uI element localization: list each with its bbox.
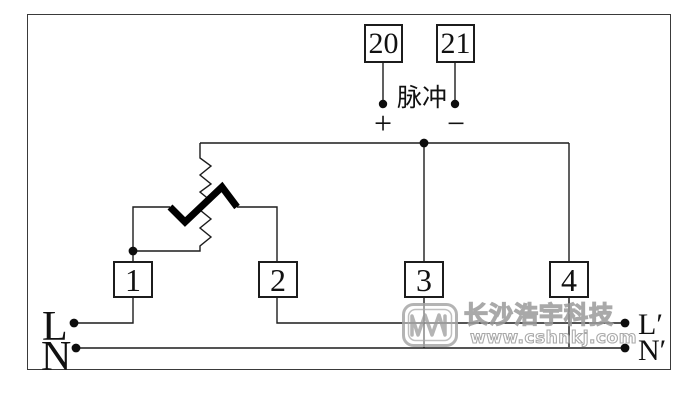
terminal-box-3: 3 <box>404 261 444 298</box>
coil-junction-dot <box>128 246 138 256</box>
pulse-plus-sign: + <box>373 105 393 141</box>
label-N-prime: N′ <box>638 334 667 367</box>
terminal-2-label: 2 <box>270 261 286 298</box>
terminal-box-20: 20 <box>364 24 403 63</box>
terminal-box-21: 21 <box>436 24 475 63</box>
terminal-20-label: 20 <box>368 26 399 60</box>
wire-terminal1-to-L <box>74 298 134 324</box>
Nprime-terminal-dot <box>620 343 630 353</box>
N-terminal-dot <box>71 343 81 353</box>
terminal-4-label: 4 <box>561 261 577 298</box>
label-N: N <box>41 334 72 380</box>
pulse-minus-terminal-dot <box>450 99 460 109</box>
bus-junction-dot <box>419 138 429 148</box>
voltage-coil-zigzag <box>133 143 213 252</box>
terminal-21-label: 21 <box>440 26 471 60</box>
current-coil-thick-zigzag <box>167 181 240 227</box>
wire-current-coil-to-terminal2 <box>237 206 278 261</box>
terminal-box-2: 2 <box>258 261 298 298</box>
terminal-1-label: 1 <box>125 261 141 298</box>
terminal-3-label: 3 <box>416 261 432 298</box>
pulse-plus-terminal-dot <box>378 99 388 109</box>
diagram-border-frame <box>27 14 671 370</box>
Lprime-terminal-dot <box>620 318 630 328</box>
terminal-box-4: 4 <box>549 261 589 298</box>
terminal-box-1: 1 <box>113 261 153 298</box>
L-terminal-dot <box>69 318 79 328</box>
pulse-caption: 脉冲 <box>396 83 447 112</box>
label-L-prime: L′ <box>638 308 663 341</box>
wire-loop-to-current-coil <box>132 206 170 251</box>
pulse-minus-sign: − <box>446 105 466 141</box>
label-L: L <box>42 304 68 350</box>
wire-terminal2-to-Lprime <box>276 298 625 324</box>
